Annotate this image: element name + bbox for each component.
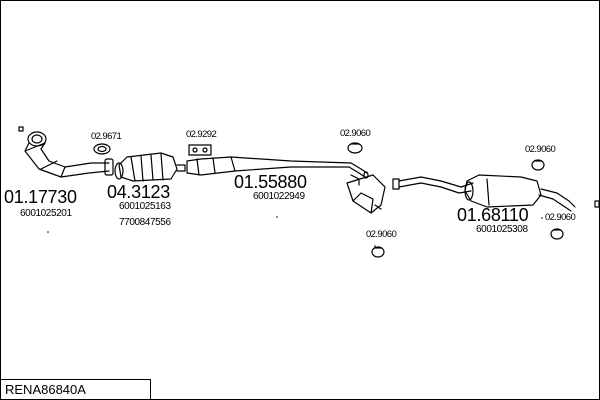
hanger-mid-number: 02.9060 bbox=[340, 128, 371, 139]
center-silencer-oe-number: 6001022949 bbox=[253, 191, 305, 202]
hanger-rear-low-number: 02.9060 bbox=[545, 212, 576, 223]
catalyst-illustration bbox=[114, 152, 186, 182]
center-silencer-illustration bbox=[346, 174, 386, 214]
kit-code-label: RENA86840A bbox=[1, 379, 151, 399]
rear-silencer-oe-number: 6001025308 bbox=[476, 224, 528, 235]
front-pipe-part-number: 01.17730 bbox=[4, 187, 77, 207]
rear-silencer-part-number: 01.68110 bbox=[457, 205, 529, 225]
center-pipe-illustration bbox=[186, 156, 369, 179]
hanger-mid-icon bbox=[347, 142, 363, 154]
catalyst-part-number: 04.3123 bbox=[107, 182, 170, 202]
rear-silencer-illustration bbox=[392, 174, 576, 212]
gasket-cat-icon bbox=[188, 144, 212, 156]
clamp-front-icon bbox=[93, 143, 111, 155]
bracket-rear-icon bbox=[594, 200, 599, 208]
center-silencer-part-number: 01.55880 bbox=[234, 172, 307, 192]
catalyst-oe-number-1: 6001025163 bbox=[119, 201, 171, 212]
hanger-rear-top-number: 02.9060 bbox=[525, 144, 556, 155]
hanger-rear-top-icon bbox=[531, 159, 545, 171]
gasket-cat-number: 02.9292 bbox=[186, 129, 217, 140]
hanger-center-low-icon bbox=[371, 246, 385, 258]
bracket-front-icon bbox=[18, 126, 24, 132]
front-pipe-oe-number: 6001025201 bbox=[20, 208, 72, 219]
front-pipe-illustration bbox=[24, 131, 114, 178]
hanger-center-low-number: 02.9060 bbox=[366, 229, 397, 240]
catalyst-oe-number-2: 7700847556 bbox=[119, 217, 171, 228]
clamp-front-number: 02.9671 bbox=[91, 131, 122, 142]
hanger-rear-low-icon bbox=[550, 228, 564, 240]
